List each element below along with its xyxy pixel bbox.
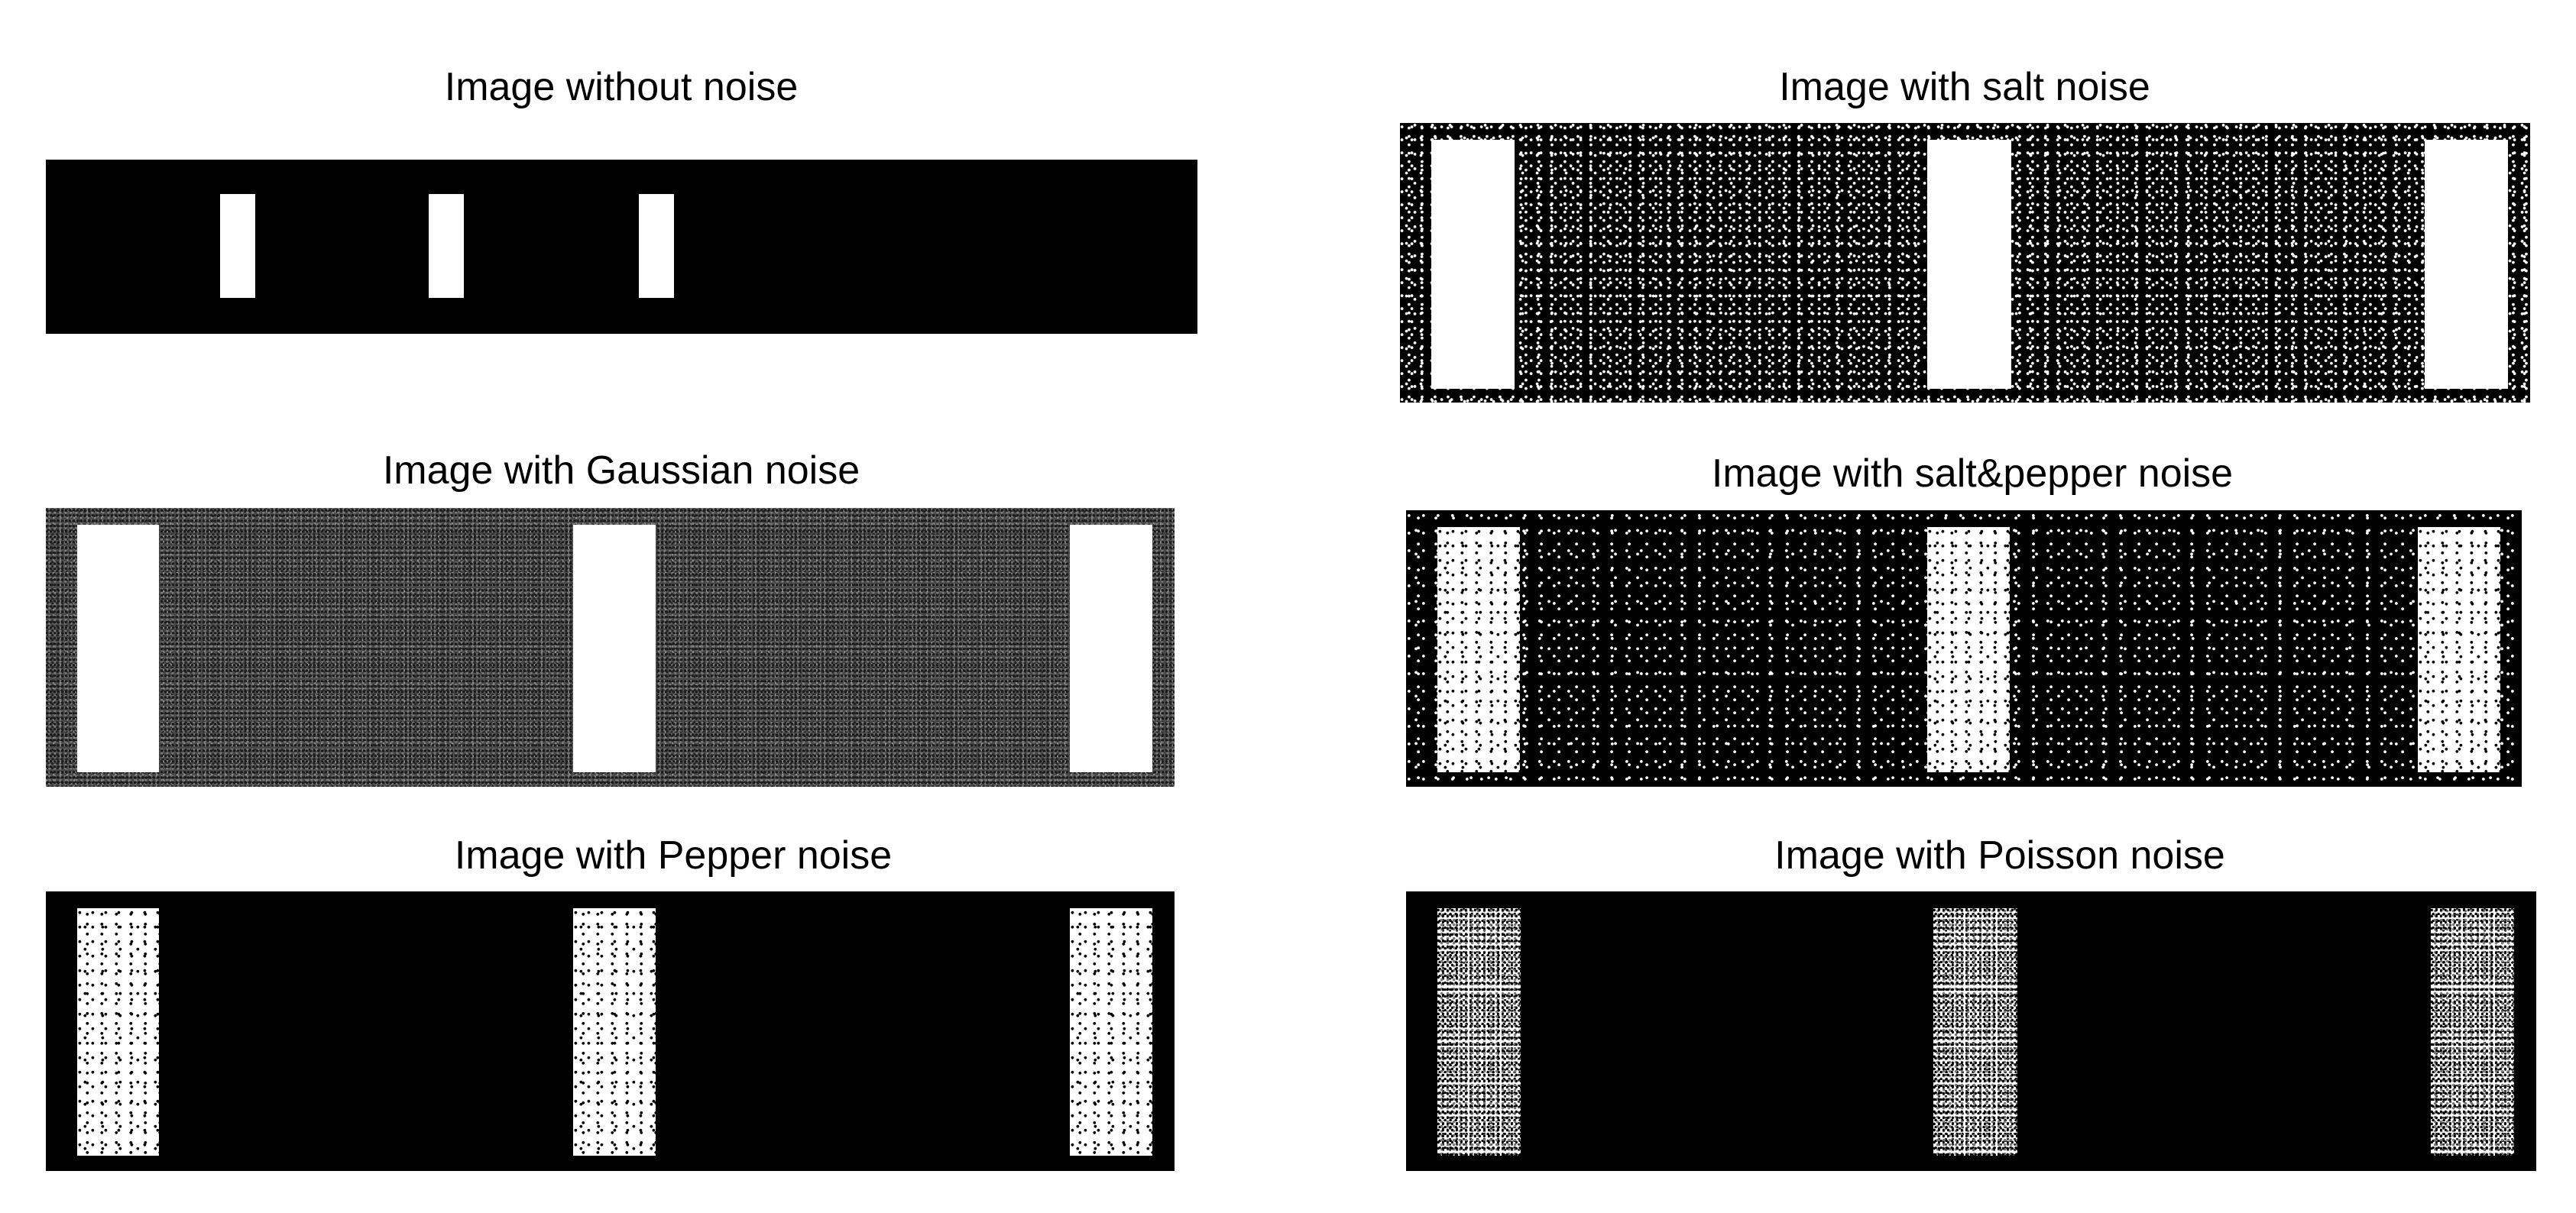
image-salt-noise — [1400, 123, 2530, 403]
white-bar — [639, 194, 674, 298]
white-bar — [429, 194, 464, 298]
white-bar — [573, 908, 656, 1156]
white-bar — [77, 908, 159, 1156]
panel-title-no-noise: Image without noise — [444, 65, 799, 109]
white-bar — [1437, 527, 1520, 772]
panel-title-poisson: Image with Poisson noise — [1774, 833, 2225, 878]
white-bar — [1927, 527, 2010, 772]
image-pepper-noise — [46, 891, 1175, 1171]
white-bar — [2431, 908, 2514, 1156]
image-poisson-noise — [1406, 891, 2536, 1171]
white-bar — [1933, 908, 2017, 1156]
image-no-noise — [46, 160, 1197, 334]
image-salt-pepper-noise — [1406, 510, 2522, 787]
white-bar — [77, 525, 159, 772]
white-bar — [1070, 908, 1152, 1156]
white-bar — [2418, 527, 2500, 772]
white-bar — [220, 194, 255, 298]
white-bar — [1070, 525, 1152, 772]
white-bar — [1927, 140, 2011, 389]
panel-title-salt: Image with salt noise — [1779, 65, 2150, 109]
white-bar — [1437, 908, 1521, 1156]
white-bar — [1431, 140, 1515, 389]
panel-title-pepper: Image with Pepper noise — [454, 833, 893, 878]
panel-title-gaussian: Image with Gaussian noise — [382, 448, 860, 493]
image-gaussian-noise — [46, 508, 1175, 787]
white-bar — [573, 525, 656, 772]
panel-title-salt-pepper: Image with salt&pepper noise — [1711, 451, 2234, 496]
white-bar — [2425, 140, 2508, 389]
